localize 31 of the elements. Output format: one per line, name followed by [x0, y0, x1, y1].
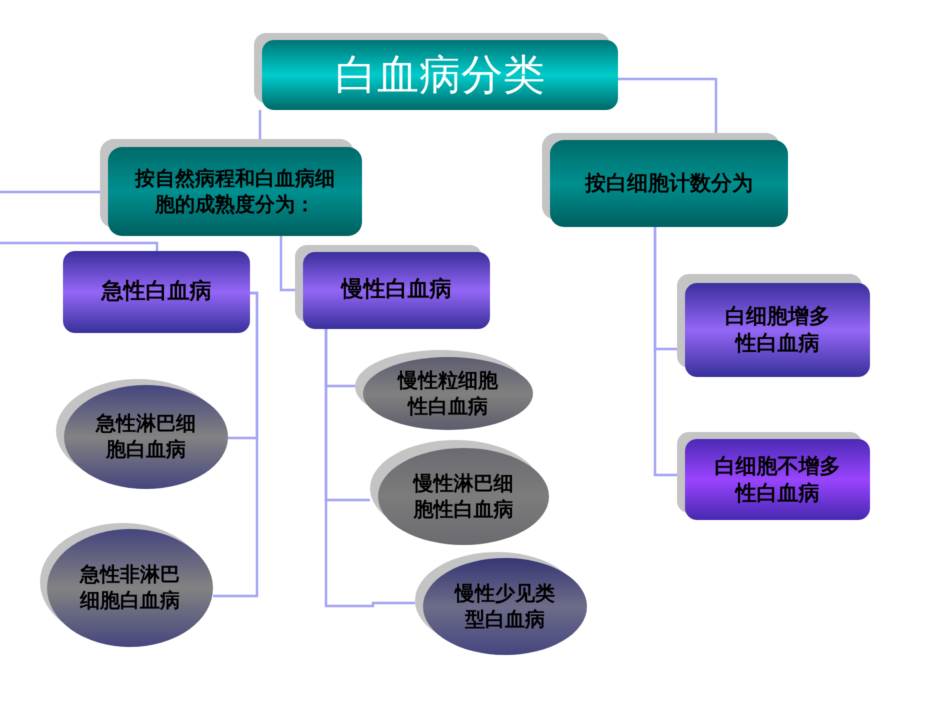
- category-box: [542, 133, 788, 227]
- connector-line: [258, 110, 262, 139]
- node-label: 慢性粒细胞性白血病: [397, 368, 499, 420]
- connector-line: [280, 236, 295, 292]
- connector-line: [654, 227, 677, 476]
- category-oval: [40, 523, 213, 647]
- node-label: 白细胞增多性白血病: [724, 303, 831, 357]
- node-label: 慢性淋巴细胞性白血病: [412, 470, 514, 522]
- category-box: [677, 274, 870, 377]
- category-box: [254, 33, 618, 110]
- category-box: [677, 432, 870, 520]
- connector-line: [618, 78, 718, 133]
- category-oval: [415, 552, 587, 655]
- node-label: 急性淋巴细胞白血病: [95, 411, 197, 463]
- category-oval: [355, 350, 533, 430]
- category-oval: [370, 440, 549, 545]
- category-box: [295, 245, 490, 329]
- node-label: 慢性少见类型白血病: [454, 580, 556, 632]
- node-label: 急性非淋巴细胞白血病: [79, 562, 181, 614]
- node-label: 按白细胞计数分为: [585, 170, 753, 197]
- node-label: 按自然病程和白血病细胞的成熟度分为：: [134, 166, 336, 218]
- category-box: [63, 251, 250, 333]
- category-box: [100, 139, 362, 236]
- connector-line: [324, 329, 415, 608]
- category-oval: [56, 379, 228, 489]
- node-label: 白细胞不增多性白血病: [714, 452, 842, 506]
- node-label: 慢性白血病: [342, 276, 452, 304]
- node-label: 急性白血病: [102, 278, 212, 306]
- connector-line: [0, 190, 158, 251]
- node-label: 白血病分类: [335, 49, 545, 102]
- connector-line: [213, 292, 258, 598]
